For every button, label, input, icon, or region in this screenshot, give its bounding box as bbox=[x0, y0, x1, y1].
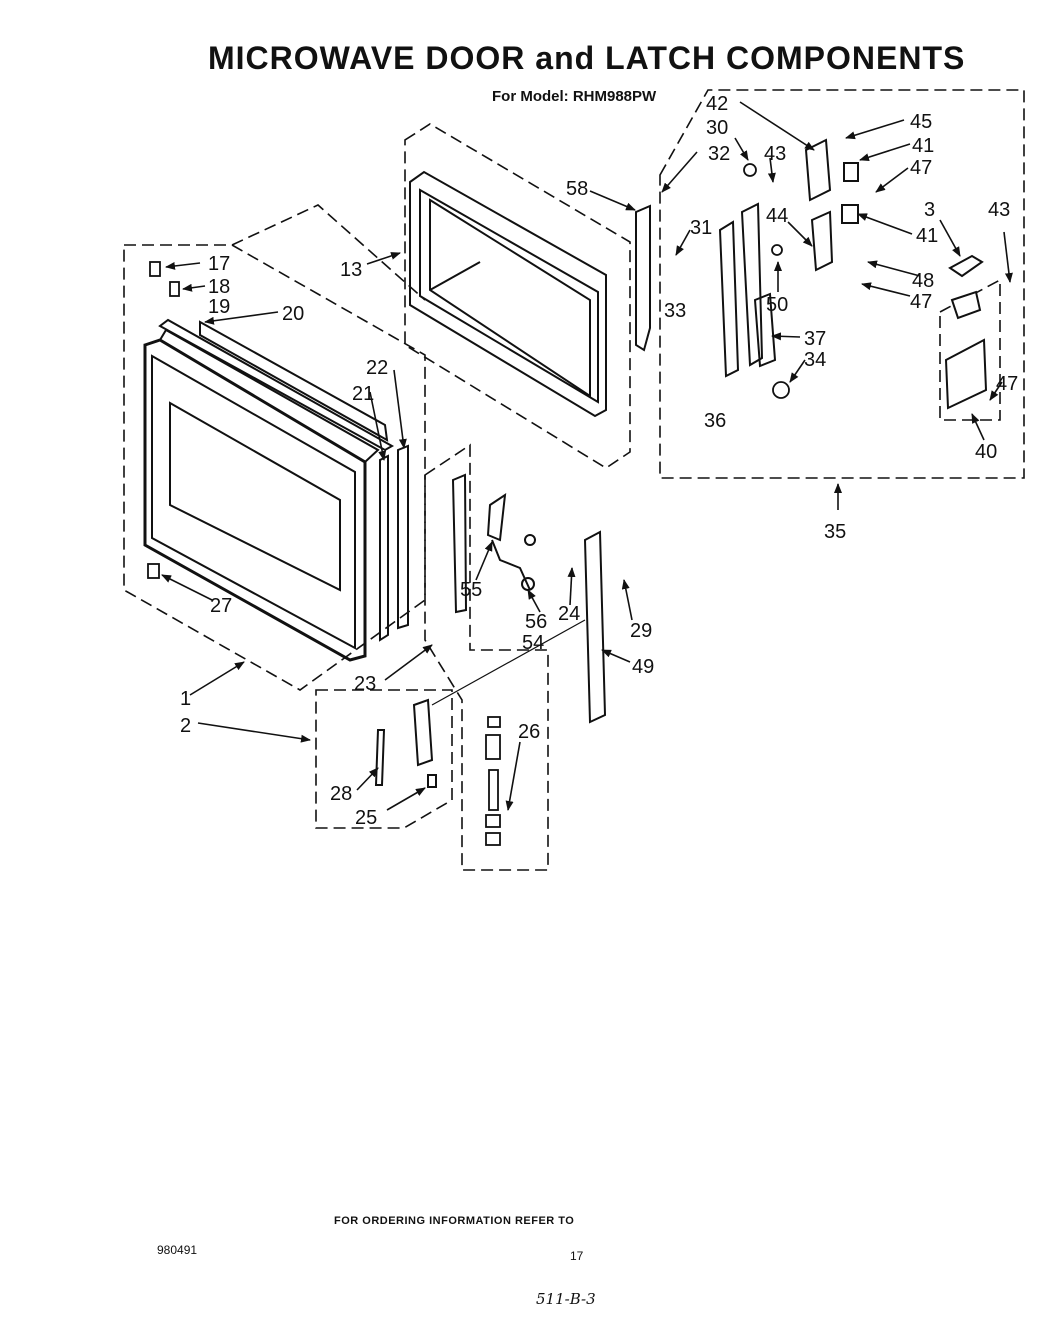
callout-label: 3 bbox=[924, 199, 935, 221]
handle-kit-parts bbox=[374, 619, 586, 788]
callout-label: 42 bbox=[706, 93, 728, 115]
callout-label: 33 bbox=[664, 300, 686, 322]
choke-frame bbox=[409, 170, 607, 418]
callout-label: 37 bbox=[804, 328, 826, 350]
callout-label: 25 bbox=[355, 807, 377, 829]
callout-label: 41 bbox=[912, 135, 934, 157]
callout-label: 28 bbox=[330, 783, 352, 805]
callout-label: 45 bbox=[910, 111, 932, 133]
callout-label: 47 bbox=[910, 291, 932, 313]
handwritten-reference: 511-B-3 bbox=[536, 1290, 596, 1308]
callout-label: 2 bbox=[180, 715, 191, 737]
door-to-frame-leader bbox=[231, 204, 426, 301]
page-number: 17 bbox=[570, 1249, 584, 1263]
choke-frame-outline bbox=[404, 123, 631, 469]
latch-arms bbox=[718, 202, 777, 378]
callout-label: 19 bbox=[208, 296, 230, 318]
latch-bracket-outline bbox=[424, 443, 549, 871]
callout-label: 22 bbox=[366, 357, 388, 379]
callout-label: 47 bbox=[996, 373, 1018, 395]
callout-label: 32 bbox=[708, 143, 730, 165]
callout-label: 27 bbox=[210, 595, 232, 617]
document-code: 980491 bbox=[157, 1243, 198, 1257]
callout-label: 56 bbox=[525, 611, 547, 633]
callout-label: 58 bbox=[566, 178, 588, 200]
callout-label: 47 bbox=[910, 157, 932, 179]
callout-label: 18 bbox=[208, 276, 230, 298]
callout-label: 41 bbox=[916, 225, 938, 247]
ordering-note: FOR ORDERING INFORMATION REFER TO bbox=[334, 1215, 575, 1227]
latch-plate bbox=[635, 204, 651, 352]
callout-label: 36 bbox=[704, 410, 726, 432]
model-subtitle: For Model: RHM988PW bbox=[492, 88, 657, 105]
screws bbox=[147, 163, 790, 579]
callout-label: 49 bbox=[632, 656, 654, 678]
callout-label: 50 bbox=[766, 294, 788, 316]
callout-label: 23 bbox=[354, 673, 376, 695]
callout-label: 35 bbox=[824, 521, 846, 543]
callout-label: 24 bbox=[558, 603, 580, 625]
door-handle bbox=[583, 530, 607, 724]
callout-label: 1 bbox=[180, 688, 191, 710]
switch-subbox-outline bbox=[939, 278, 1001, 421]
callout-label: 17 bbox=[208, 253, 230, 275]
page-title: MICROWAVE DOOR and LATCH COMPONENTS bbox=[208, 40, 966, 76]
callout-label: 26 bbox=[518, 721, 540, 743]
callout-labels: 1 2 3 13 17 18 19 20 21 22 23 24 25 26 2… bbox=[180, 93, 1018, 829]
callout-label: 21 bbox=[352, 383, 374, 405]
hinge-parts bbox=[804, 138, 988, 410]
callout-label: 40 bbox=[975, 441, 997, 463]
callout-label: 54 bbox=[522, 632, 544, 654]
leader-arrows bbox=[161, 101, 1013, 811]
callout-label: 44 bbox=[766, 205, 788, 227]
callout-label: 43 bbox=[988, 199, 1010, 221]
callout-label: 13 bbox=[340, 259, 362, 281]
callout-label: 34 bbox=[804, 349, 826, 371]
latch-levers bbox=[451, 473, 536, 614]
callout-label: 20 bbox=[282, 303, 304, 325]
callout-label: 29 bbox=[630, 620, 652, 642]
callout-label: 55 bbox=[460, 579, 482, 601]
callout-label: 43 bbox=[764, 143, 786, 165]
door-panel bbox=[143, 328, 380, 662]
callout-label: 30 bbox=[706, 117, 728, 139]
spring-stack bbox=[485, 716, 501, 846]
latch-assembly-outline bbox=[659, 89, 1025, 479]
callout-label: 48 bbox=[912, 270, 934, 292]
handle-kit-outline bbox=[315, 689, 453, 829]
callout-label: 31 bbox=[690, 217, 712, 239]
